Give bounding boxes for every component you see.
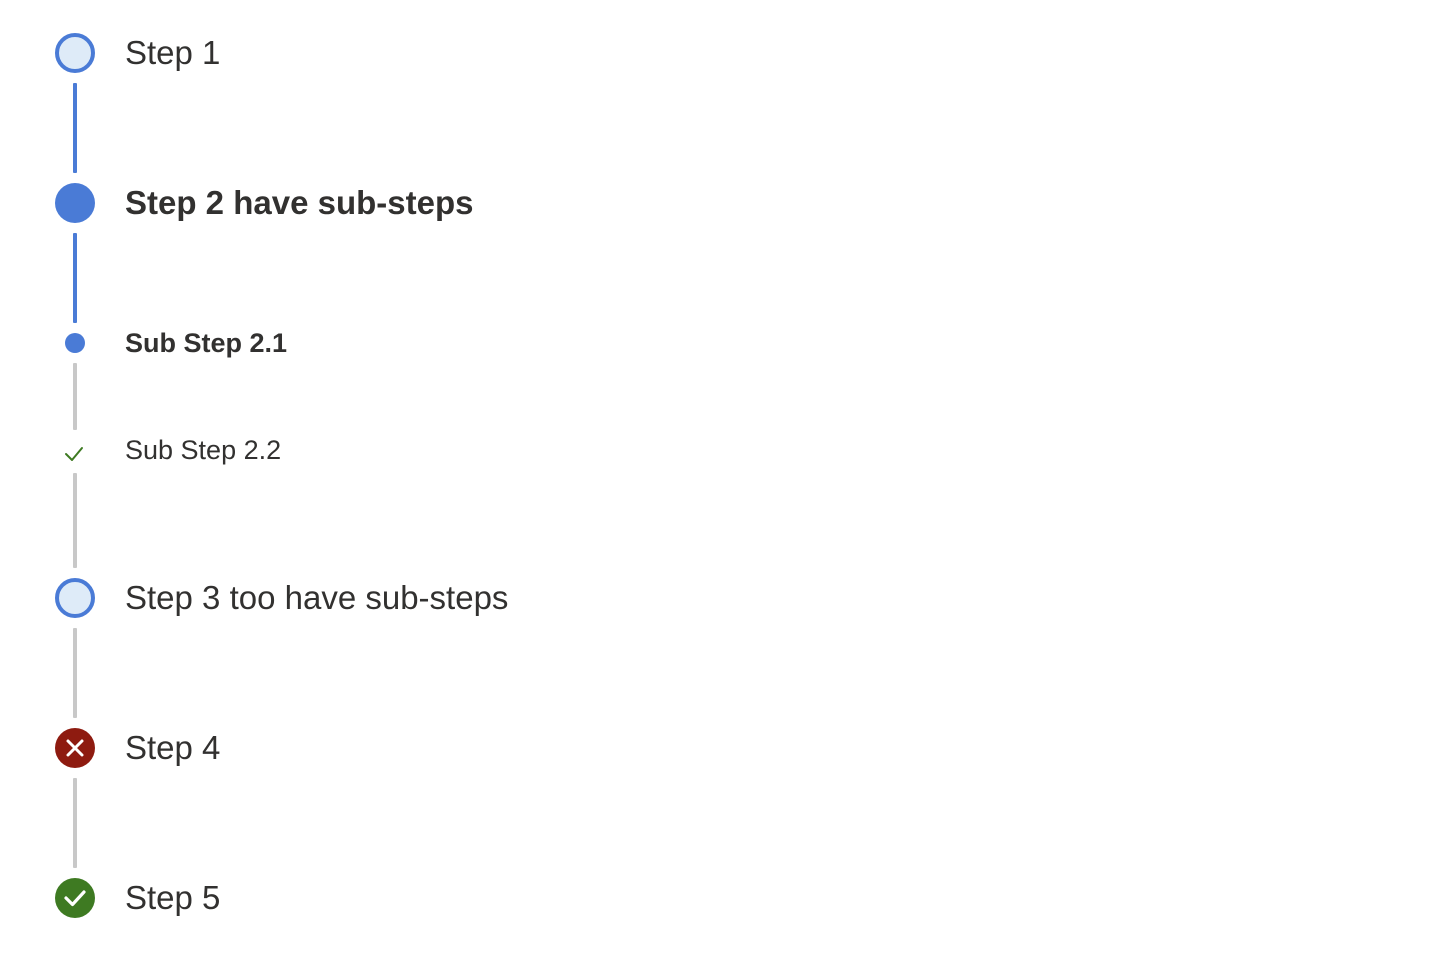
- step-4-error-icon: [55, 728, 95, 768]
- step-2-label[interactable]: Step 2 have sub-steps: [125, 184, 474, 221]
- connector: [73, 233, 77, 323]
- connector: [73, 363, 77, 430]
- step-1-label[interactable]: Step 1: [125, 34, 221, 71]
- sub-step-2-2-label[interactable]: Sub Step 2.2: [125, 435, 282, 465]
- sub-step-2-1-label[interactable]: Sub Step 2.1: [125, 328, 288, 358]
- sub-step-2-1-current-icon: [65, 333, 85, 353]
- sub-step-2-2-check-icon: [63, 443, 85, 465]
- connector: [73, 778, 77, 868]
- step-3-label[interactable]: Step 3 too have sub-steps: [125, 579, 509, 616]
- step-1-not-started-icon: [55, 33, 95, 73]
- connector: [73, 628, 77, 718]
- connector: [73, 473, 77, 568]
- connector: [73, 83, 77, 173]
- step-4-label[interactable]: Step 4: [125, 729, 221, 766]
- step-2-current-icon: [55, 183, 95, 223]
- step-5-label[interactable]: Step 5: [125, 879, 221, 916]
- step-3-not-started-icon: [55, 578, 95, 618]
- step-5-complete-icon: [55, 878, 95, 918]
